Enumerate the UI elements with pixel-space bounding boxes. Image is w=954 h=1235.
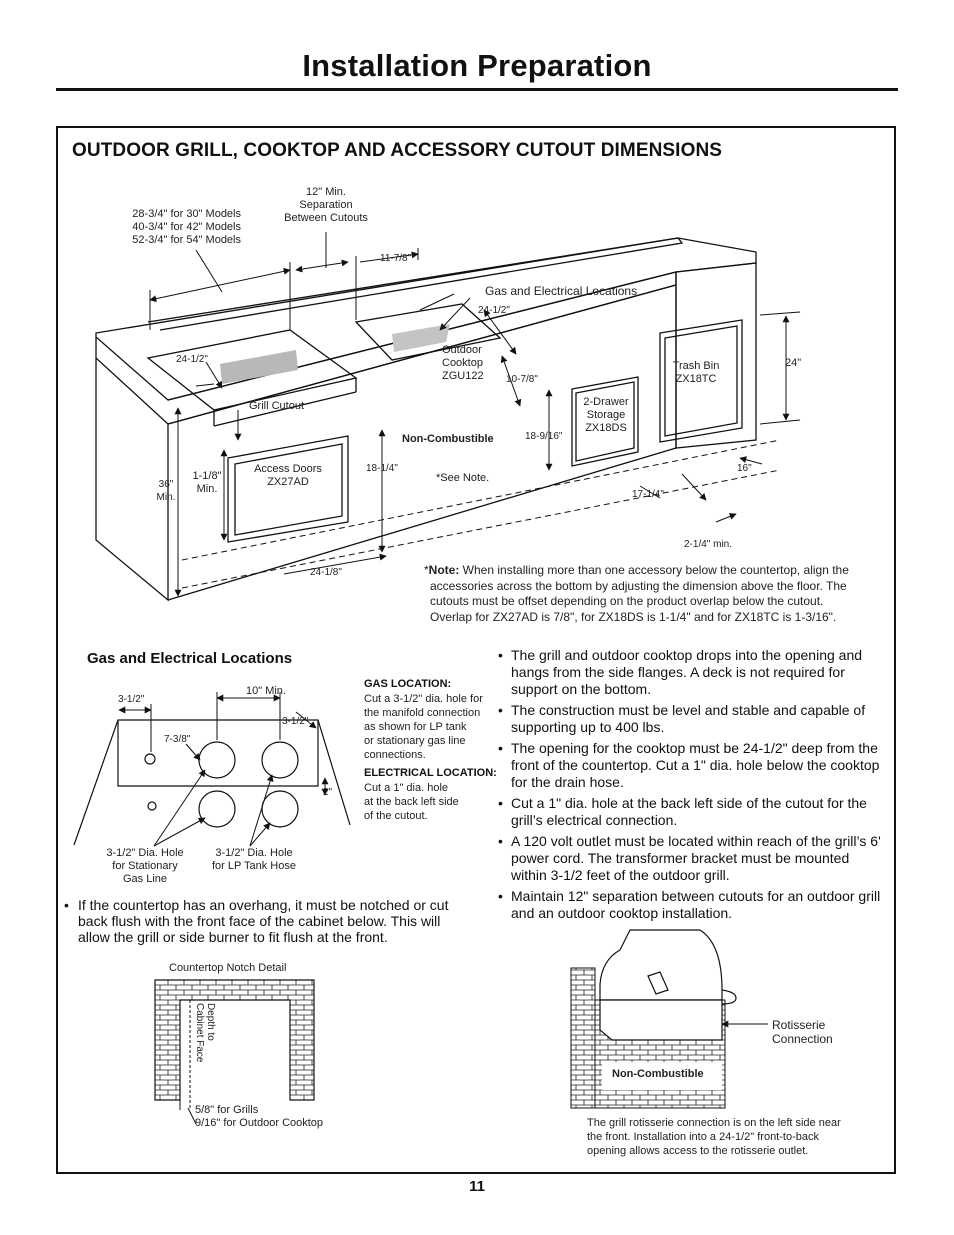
- dim-24: 24": [785, 357, 802, 369]
- drawer-cutout: [571, 376, 639, 467]
- overhang-note: If the countertop has an overhang, it mu…: [64, 897, 464, 945]
- dim-17-1-4: 17-1/4": [632, 489, 664, 500]
- list-item: A 120 volt outlet must be located within…: [496, 833, 888, 884]
- dim-24-1-8: 24-1/8": [310, 567, 342, 578]
- drawer-label: 2-Drawer Storage ZX18DS: [583, 396, 629, 434]
- dim-10-7-8: 10-7/8": [506, 374, 538, 385]
- dim-18-9-16: 18-9/16": [525, 431, 563, 442]
- dim-24-1-2-grill: 24-1/2": [176, 354, 208, 365]
- cabinet-front-face: [95, 337, 169, 602]
- list-item: The grill and outdoor cooktop drops into…: [496, 647, 888, 698]
- gas-hole-lp: [261, 741, 299, 779]
- list-item: The opening for the cooktop must be 24-1…: [496, 740, 888, 791]
- section-title: OUTDOOR GRILL, COOKTOP AND ACCESSORY CUT…: [72, 140, 723, 161]
- grill-cutout-label: Grill Cutout: [249, 400, 305, 412]
- list-item: Cut a 1" dia. hole at the back left side…: [496, 795, 888, 829]
- dim-24-1-2-cooktop: 24-1/2": [478, 305, 510, 316]
- list-item: The construction must be level and stabl…: [496, 702, 888, 736]
- dim-11-7-8: 11-7/8": [380, 253, 412, 264]
- dim-3-1-2-left: 3-1/2": [118, 694, 145, 705]
- gas-location-text: Cut a 3-1/2" dia. hole for the manifold …: [364, 693, 483, 761]
- dim-18-1-4: 18-1/4": [366, 463, 398, 474]
- installation-note: *Note: When installing more than one acc…: [424, 563, 849, 624]
- dim-10-min: 10" Min.: [246, 685, 286, 697]
- notch-values-label: 5/8" for Grills 9/16" for Outdoor Cookto…: [195, 1104, 324, 1129]
- cooktop-label: Outdoor Cooktop ZGU122: [442, 344, 484, 382]
- trash-bin-label: Trash Bin ZX18TC: [672, 360, 720, 385]
- non-combustible-label: Non-Combustible: [402, 433, 494, 445]
- page-number: 11: [469, 1178, 485, 1195]
- stationary-hole-label: 3-1/2" Dia. Hole for Stationary Gas Line: [106, 847, 184, 885]
- dim-16: 16": [737, 463, 752, 474]
- page-title: Installation Preparation: [302, 48, 652, 83]
- rotisserie-non-combustible: Non-Combustible: [612, 1068, 704, 1080]
- electrical-hole: [144, 753, 156, 765]
- trash-bin-cutout: [659, 319, 743, 443]
- rotisserie-caption: The grill rotisserie connection is on th…: [587, 1117, 841, 1157]
- dim-2-1-4-min: 2-1/4" min.: [684, 539, 733, 550]
- dim-3-1-2-right: 3-1/2": [282, 716, 309, 727]
- lp-hole-label: 3-1/2" Dia. Hole for LP Tank Hose: [212, 847, 296, 872]
- dim-36-min: 36" Min.: [156, 479, 176, 503]
- electrical-location-title: ELECTRICAL LOCATION:: [364, 767, 497, 779]
- see-note-label: *See Note.: [436, 472, 490, 484]
- gas-electrical-locations-label: Gas and Electrical Locations: [485, 284, 638, 298]
- title-rule: [56, 88, 898, 91]
- list-item: Maintain 12" separation between cutouts …: [496, 888, 888, 922]
- separation-label: 12" Min. Separation Between Cutouts: [284, 186, 368, 224]
- grill-widths-label: 28-3/4" for 30" Models 40-3/4" for 42" M…: [132, 208, 241, 246]
- dim-1-1-8-min: 1-1/8" Min.: [192, 470, 222, 495]
- gas-electrical-heading: Gas and Electrical Locations: [87, 650, 293, 667]
- dim-2: 2": [323, 787, 333, 798]
- content-frame: [56, 126, 896, 1174]
- dim-7-3-8: 7-3/8": [164, 734, 191, 745]
- requirements-list: The grill and outdoor cooktop drops into…: [496, 647, 888, 926]
- rotisserie-connection-label: Rotisserie Connection: [772, 1018, 833, 1046]
- access-doors-label: Access Doors ZX27AD: [254, 463, 322, 488]
- notch-detail-title: Countertop Notch Detail: [169, 962, 287, 974]
- gas-location-title: GAS LOCATION:: [364, 678, 452, 690]
- electrical-location-text: Cut a 1" dia. hole at the back left side…: [364, 782, 459, 822]
